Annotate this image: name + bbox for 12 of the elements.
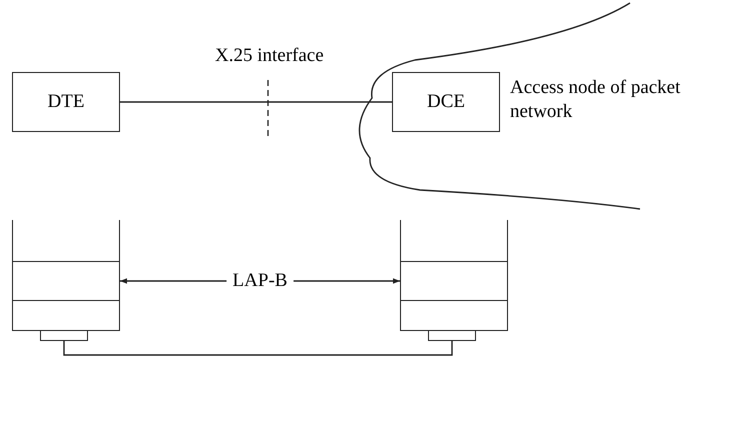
connector-tab xyxy=(428,330,476,341)
cloud-label: Access node of packet network xyxy=(510,76,682,124)
equipment-box: DCE xyxy=(392,72,500,132)
protocol-layer xyxy=(400,300,508,331)
interface-label: X.25 interface xyxy=(215,44,324,68)
connector-line xyxy=(63,341,453,356)
connector-line xyxy=(120,101,392,103)
protocol-layer xyxy=(12,261,120,301)
terminal-box: DTE xyxy=(12,72,120,132)
connector-tab xyxy=(40,330,88,341)
protocol-layer xyxy=(12,300,120,331)
protocol-layer xyxy=(400,261,508,301)
